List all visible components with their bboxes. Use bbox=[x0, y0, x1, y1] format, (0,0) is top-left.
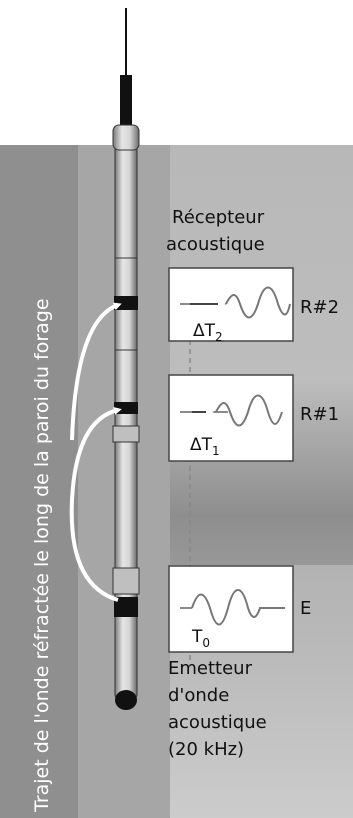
delta-t2-label: ΔT bbox=[193, 321, 216, 341]
receiver-r1-tag: R#1 bbox=[300, 404, 339, 425]
refracted-path-to-r2 bbox=[70, 302, 122, 441]
waveform-panel-r1: ΔT1 bbox=[168, 374, 294, 462]
waveform-r1 bbox=[215, 394, 283, 427]
emitter-label-line1: Emetteur bbox=[168, 658, 253, 679]
waveform-panel-emitter: T0 bbox=[168, 565, 294, 653]
receiver-label-line2: acoustique bbox=[166, 234, 265, 255]
waveform-r2 bbox=[225, 286, 291, 319]
t0-label: T bbox=[191, 627, 203, 647]
borehole-wall-band bbox=[0, 145, 78, 818]
svg-text:ΔT1: ΔT1 bbox=[190, 435, 220, 458]
delta-t2-subscript: 2 bbox=[215, 330, 223, 344]
refraction-path-label: Trajet de l'onde réfractée le long de la… bbox=[31, 298, 53, 813]
svg-text:ΔT2: ΔT2 bbox=[193, 321, 223, 344]
delta-t1-label: ΔT bbox=[190, 435, 213, 455]
isolator-section bbox=[112, 425, 140, 443]
tool-bottom-tip bbox=[115, 690, 137, 710]
refracted-path-to-r1 bbox=[69, 407, 122, 602]
receiver-r2-tag: R#2 bbox=[300, 297, 339, 318]
delta-t1-subscript: 1 bbox=[212, 444, 220, 458]
receiver-label-line1: Récepteur bbox=[172, 207, 265, 228]
emitter-tag: E bbox=[300, 598, 311, 619]
emitter-band bbox=[114, 597, 138, 617]
cable-head bbox=[120, 75, 132, 125]
emitter-label-line4: (20 kHz) bbox=[168, 739, 244, 760]
waveform-panel-r2: ΔT2 bbox=[168, 267, 294, 344]
emitter-label-line3: acoustique bbox=[168, 712, 267, 733]
t0-subscript: 0 bbox=[202, 636, 210, 650]
emitter-section bbox=[112, 567, 140, 595]
emitter-label-line2: d'onde bbox=[168, 685, 229, 706]
waveform-emitter bbox=[191, 589, 285, 626]
receiver-r2-band bbox=[114, 296, 138, 310]
tool-top-section bbox=[112, 124, 140, 151]
svg-text:T0: T0 bbox=[191, 627, 210, 650]
receiver-r1-band bbox=[114, 402, 138, 414]
